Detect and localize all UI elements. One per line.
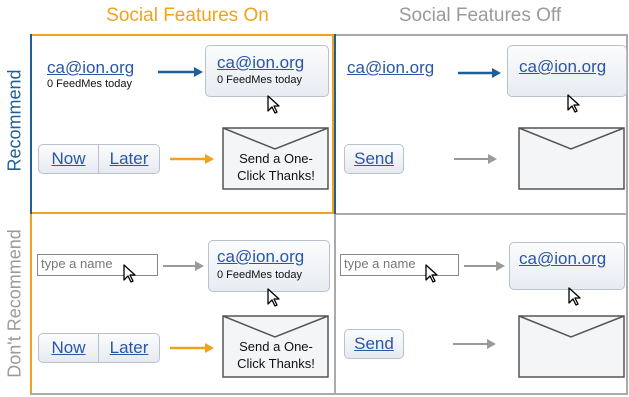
contact-card[interactable] <box>507 45 627 97</box>
card-email-link[interactable]: ca@ion.org <box>519 249 607 268</box>
later-button[interactable]: Later <box>98 333 160 363</box>
now-button[interactable]: Now <box>38 333 99 363</box>
send-button[interactable]: Send <box>344 329 404 359</box>
cursor-icon <box>568 287 581 306</box>
grid-line <box>336 213 627 215</box>
cursor-icon <box>123 264 136 283</box>
row-header-dont-recommend: Don't Recommend <box>4 229 25 378</box>
cursor-icon <box>267 95 280 114</box>
card-feedme-count: 0 FeedMes today <box>217 269 302 281</box>
cursor-icon <box>425 264 438 283</box>
arrow-icon <box>170 154 214 164</box>
grid-line <box>30 34 32 214</box>
column-header-social-on: Social Features On <box>106 5 269 26</box>
envelope-icon <box>222 315 329 378</box>
grid-line <box>336 34 627 36</box>
envelope-icon <box>222 127 329 190</box>
arrow-icon <box>464 261 505 271</box>
card-email-link[interactable]: ca@ion.org <box>217 247 305 266</box>
arrow-icon <box>454 154 497 164</box>
grid-line <box>334 214 336 394</box>
arrow-icon <box>453 339 496 349</box>
row-header-recommend: Recommend <box>4 69 25 172</box>
name-input[interactable]: type a name <box>37 254 158 276</box>
cursor-icon <box>267 288 280 307</box>
arrow-icon <box>163 261 204 271</box>
cursor-icon <box>567 94 580 113</box>
contact-card[interactable] <box>509 242 625 290</box>
feedme-count: 0 FeedMes today <box>47 78 132 90</box>
grid-line <box>626 34 628 394</box>
arrow-icon <box>458 68 501 78</box>
envelope-icon <box>518 127 625 190</box>
later-button[interactable]: Later <box>98 144 160 174</box>
card-email-link[interactable]: ca@ion.org <box>217 53 305 72</box>
column-header-social-off: Social Features Off <box>398 5 562 26</box>
email-link[interactable]: ca@ion.org <box>347 58 435 77</box>
arrow-icon <box>170 343 214 353</box>
card-email-link[interactable]: ca@ion.org <box>519 57 607 76</box>
envelope-text: Send a One-Click Thanks! <box>237 339 315 371</box>
arrow-icon <box>158 67 203 77</box>
contact-card[interactable] <box>205 45 329 97</box>
email-link[interactable]: ca@ion.org <box>47 58 135 77</box>
envelope-icon <box>518 315 625 378</box>
envelope-text: Send a One-Click Thanks! <box>237 151 315 183</box>
grid-line <box>30 393 628 395</box>
now-button[interactable]: Now <box>38 144 99 174</box>
grid-line <box>334 34 336 214</box>
name-input[interactable]: type a name <box>340 254 459 276</box>
send-button[interactable]: Send <box>344 144 404 174</box>
grid-line <box>30 214 32 394</box>
card-feedme-count: 0 FeedMes today <box>217 74 302 86</box>
